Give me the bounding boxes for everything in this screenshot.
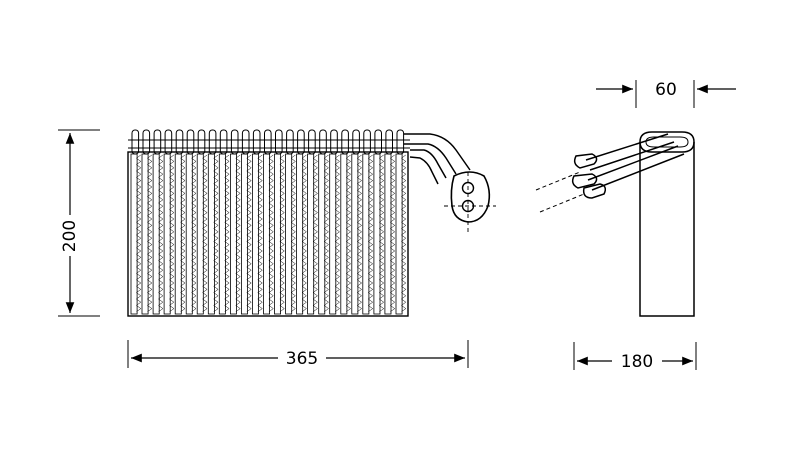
- core-tube: [395, 153, 403, 315]
- core-tube: [274, 153, 281, 315]
- core-tube: [196, 153, 204, 315]
- header-loop: [308, 129, 316, 155]
- core-tube: [340, 153, 348, 315]
- core-fin: [224, 154, 230, 313]
- header-loop: [208, 129, 217, 155]
- core-fin: [290, 154, 296, 313]
- header-loop: [142, 129, 151, 155]
- height-dimension-label: 200: [60, 220, 80, 252]
- width-dimension: 365: [127, 340, 469, 369]
- header-loop: [385, 129, 393, 155]
- core-tube: [207, 153, 215, 315]
- front-view: 200 365: [58, 129, 496, 369]
- width-dimension-label: 365: [286, 349, 318, 369]
- core-tube: [263, 153, 270, 315]
- header-loop: [330, 129, 338, 155]
- depth-dimension: 180: [573, 342, 697, 372]
- core-tube: [329, 153, 337, 315]
- header-rail: [128, 139, 410, 149]
- header-loop: [241, 129, 250, 155]
- core-fin: [334, 154, 340, 313]
- core-fin: [356, 154, 363, 313]
- header-loop: [363, 129, 371, 155]
- header-loop: [319, 129, 327, 155]
- core-fin: [323, 154, 329, 313]
- side-centerline: [535, 171, 581, 191]
- core-fin: [400, 154, 407, 313]
- header-loop: [164, 129, 173, 155]
- header-loop: [374, 129, 382, 155]
- core-tube: [185, 153, 193, 315]
- pipe-flange: [444, 171, 496, 232]
- evaporator-core: [127, 151, 409, 317]
- inlet-pipe: [404, 133, 471, 175]
- core-fin: [268, 154, 274, 313]
- side-centerline: [539, 193, 585, 213]
- core-tube: [130, 153, 138, 315]
- core-tube: [240, 153, 248, 315]
- core-fin: [202, 154, 208, 313]
- depth-dimension-label: 180: [621, 352, 653, 372]
- core-fin: [301, 154, 307, 313]
- core-tube: [163, 153, 171, 315]
- core-fin: [135, 154, 142, 313]
- core-tube: [152, 153, 160, 315]
- core-fin: [158, 154, 164, 313]
- header-loop: [297, 129, 305, 155]
- header-loop: [275, 129, 283, 155]
- core-fin: [279, 154, 285, 313]
- core-fin: [345, 154, 352, 313]
- core-tube: [373, 153, 381, 315]
- core-tube: [296, 153, 304, 315]
- header-loop: [396, 129, 405, 155]
- side-body: [639, 142, 695, 317]
- header-loop: [286, 129, 294, 155]
- core-tube: [218, 153, 226, 315]
- core-tube: [251, 153, 259, 315]
- thickness-dimension: 60: [596, 80, 736, 108]
- header-loop: [230, 129, 239, 155]
- core-fin: [180, 154, 186, 313]
- header-loop: [153, 129, 162, 155]
- core-fin: [389, 154, 396, 313]
- header-loop: [219, 129, 228, 155]
- height-dimension: 200: [58, 129, 100, 317]
- side-pipes: [571, 133, 685, 199]
- core-tube: [307, 153, 315, 315]
- thickness-dimension-label: 60: [655, 80, 677, 100]
- core-fin: [246, 154, 252, 313]
- core-fin: [367, 154, 374, 313]
- header-loop: [186, 129, 195, 155]
- header-loop: [175, 129, 184, 155]
- core-fin: [312, 154, 318, 313]
- header-loop: [131, 129, 140, 155]
- outlet-pipe: [409, 149, 447, 185]
- header-tank: [128, 129, 410, 155]
- header-loop: [264, 129, 272, 155]
- core-tube: [229, 153, 237, 315]
- core-tube: [384, 153, 392, 315]
- core-tube: [318, 153, 326, 315]
- core-fin: [169, 154, 175, 313]
- core-fin: [235, 154, 241, 313]
- header-loop: [352, 129, 360, 155]
- side-view: 60 180: [535, 80, 736, 372]
- core-tubes: [130, 153, 407, 315]
- core-tube: [362, 153, 370, 315]
- core-fin: [146, 154, 153, 313]
- header-loop: [341, 129, 349, 155]
- core-tube: [174, 153, 182, 315]
- core-tube: [141, 153, 149, 315]
- core-fin: [191, 154, 197, 313]
- core-tube: [285, 153, 293, 315]
- core-tube: [351, 153, 359, 315]
- core-fin: [257, 154, 263, 313]
- core-fin: [213, 154, 219, 313]
- header-loop: [197, 129, 206, 155]
- core-fin: [378, 154, 385, 313]
- header-loop: [252, 129, 261, 155]
